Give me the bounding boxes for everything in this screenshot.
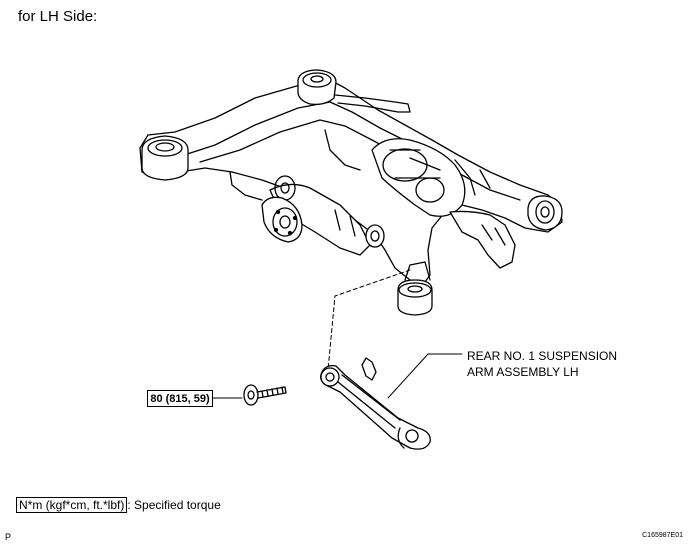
- page-title: for LH Side:: [18, 8, 98, 25]
- torque-spec-box: 80 (815, 59): [147, 390, 213, 407]
- torque-legend: N*m (kgf*cm, ft.*lbf): Specified torque: [16, 497, 221, 513]
- bolt-with-washer: [243, 384, 287, 406]
- installation-guide-line: [327, 269, 411, 371]
- part-name-label: REAR NO. 1 SUSPENSION ARM ASSEMBLY LH: [467, 349, 618, 379]
- figure-code: C165987E01: [642, 532, 683, 539]
- corner-mark: P: [5, 532, 12, 542]
- part-label-leader-line: [387, 353, 463, 399]
- suspension-arm: [320, 364, 431, 450]
- bracket-clip: [361, 357, 377, 381]
- rear-subframe-crossmember: [139, 69, 563, 316]
- legend-text: : Specified torque: [127, 498, 221, 512]
- legend-key-box: N*m (kgf*cm, ft.*lbf): [16, 497, 128, 513]
